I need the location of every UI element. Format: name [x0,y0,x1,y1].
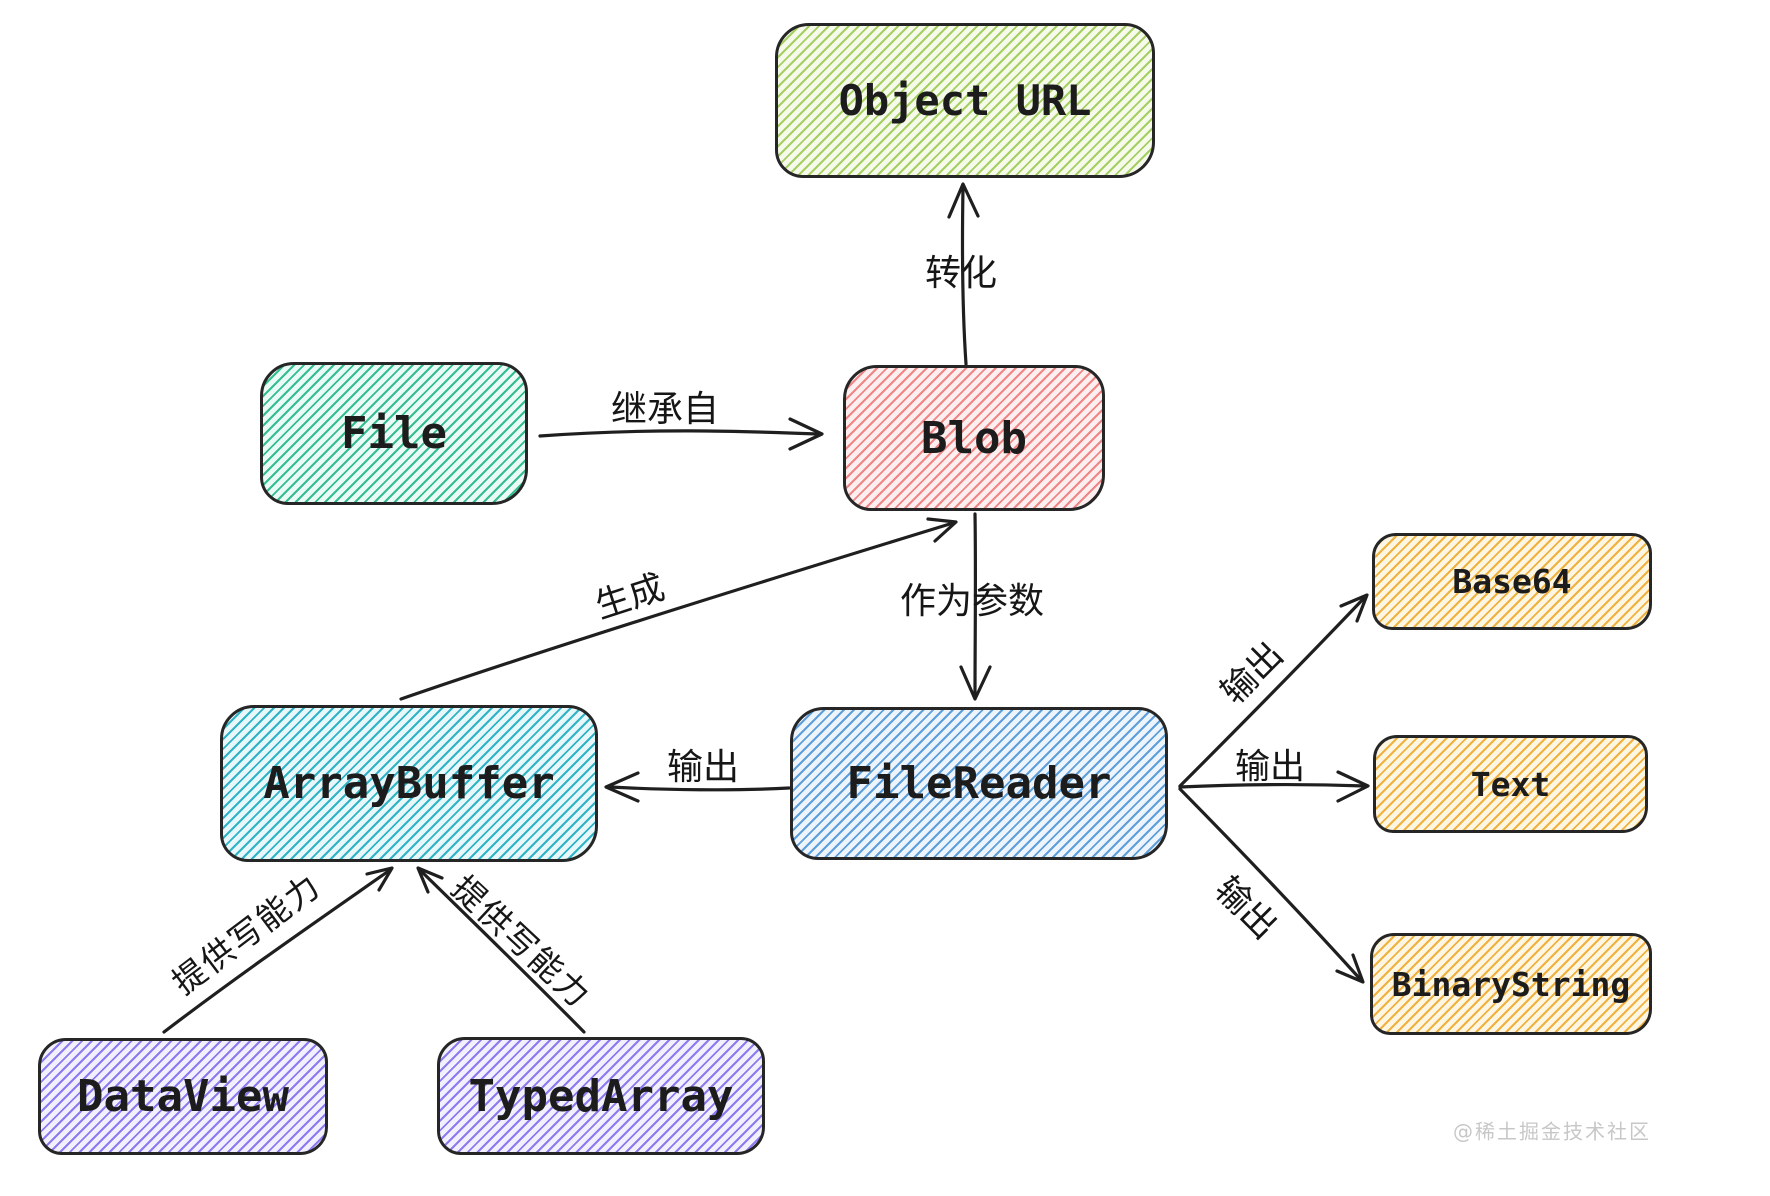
edge-filereader-to-arraybuffer-arrow [604,771,791,803]
edge-label-blob-to-object-url: 转化 [924,253,998,294]
node-typedarray: TypedArray [437,1037,765,1155]
edge-filereader-to-base64-arrow [1178,593,1369,788]
node-object-url: Object URL [775,23,1155,178]
node-typedarray-label: TypedArray [468,1070,734,1122]
node-arraybuffer-label: ArrayBuffer [263,758,555,809]
node-filereader-label: FileReader [846,758,1112,809]
edge-typedarray-to-arraybuffer-arrow [416,866,586,1034]
edge-filereader-to-text-arrow [1178,770,1370,803]
edge-label-file-to-blob: 继承自 [610,389,720,430]
node-base64-label: Base64 [1452,562,1572,601]
edge-filereader-to-binarystring-arrow [1178,787,1365,984]
edge-label-filereader-to-text: 输出 [1234,747,1306,788]
node-arraybuffer: ArrayBuffer [220,705,598,862]
node-blob-label: Blob [921,412,1027,464]
edge-blob-to-filereader-arrow [959,512,992,701]
node-dataview: DataView [38,1038,328,1155]
edge-dataview-to-arraybuffer-arrow [162,866,394,1034]
watermark: @稀土掘金技术社区 [1453,1119,1651,1144]
node-file: File [260,362,528,505]
edge-file-to-blob-arrow [538,417,824,451]
edge-label-filereader-to-arraybuffer: 输出 [666,747,740,788]
node-base64: Base64 [1372,533,1652,630]
node-object-url-label: Object URL [838,76,1092,125]
edge-label-blob-to-filereader: 作为参数 [899,581,1045,622]
edge-blob-to-object-url-arrow [947,182,980,366]
node-binarystring: BinaryString [1370,933,1652,1035]
node-dataview-label: DataView [77,1071,289,1122]
node-text: Text [1373,735,1648,833]
node-file-label: File [341,408,447,459]
node-text-label: Text [1470,764,1551,804]
node-blob: Blob [843,365,1105,511]
edge-arraybuffer-to-blob-arrow [399,517,958,701]
node-binarystring-label: BinaryString [1391,964,1631,1004]
node-filereader: FileReader [790,707,1168,860]
